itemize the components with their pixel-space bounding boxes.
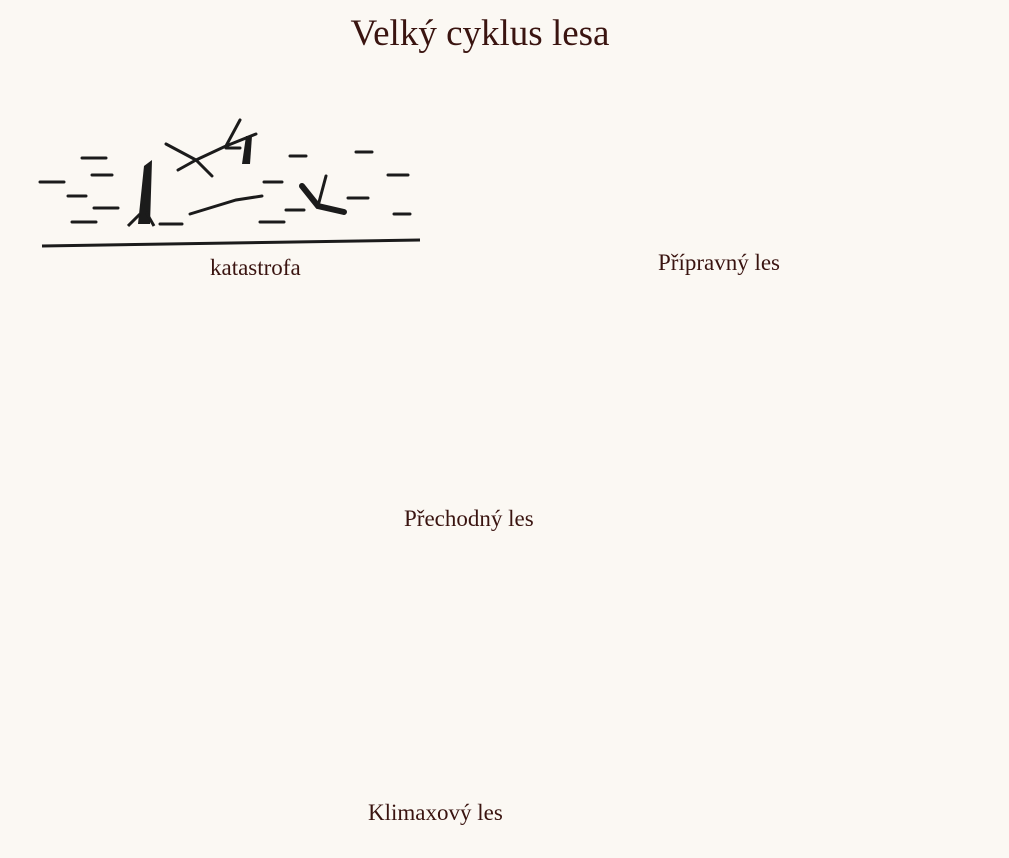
stage-label-pripravny-les: Přípravný les (658, 250, 780, 276)
stage-label-katastrofa: katastrofa (210, 255, 301, 281)
ground-line (42, 240, 420, 246)
stage-label-prechodny-les: Přechodný les (404, 506, 534, 532)
stage-katastrofa (40, 120, 420, 246)
fallen-log-icon (166, 120, 344, 214)
stage-label-klimaxovy-les: Klimaxový les (368, 800, 503, 826)
debris-marks (40, 148, 410, 224)
